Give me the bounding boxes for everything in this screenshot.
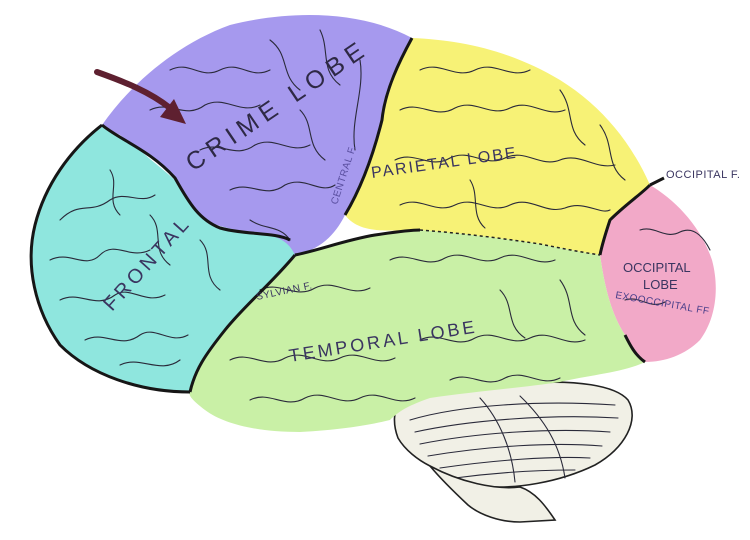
fissures <box>29 37 665 394</box>
gyri-lines <box>49 29 711 403</box>
cerebellum <box>393 381 633 523</box>
brainstem <box>429 465 557 523</box>
occipital-label-line1: OCCIPITAL <box>623 260 691 275</box>
occipital-lobe <box>600 185 716 362</box>
cerebellum-folia <box>409 395 619 483</box>
temporal-lobe <box>189 230 645 432</box>
pointer-arrow <box>94 69 186 124</box>
parietal-lobe <box>345 38 650 255</box>
occipital-fissure-label: OCCIPITAL F. <box>666 169 740 181</box>
occipital-label-line2: LOBE <box>643 277 678 292</box>
crime-lobe <box>102 15 412 255</box>
frontal-lobe <box>31 125 298 392</box>
